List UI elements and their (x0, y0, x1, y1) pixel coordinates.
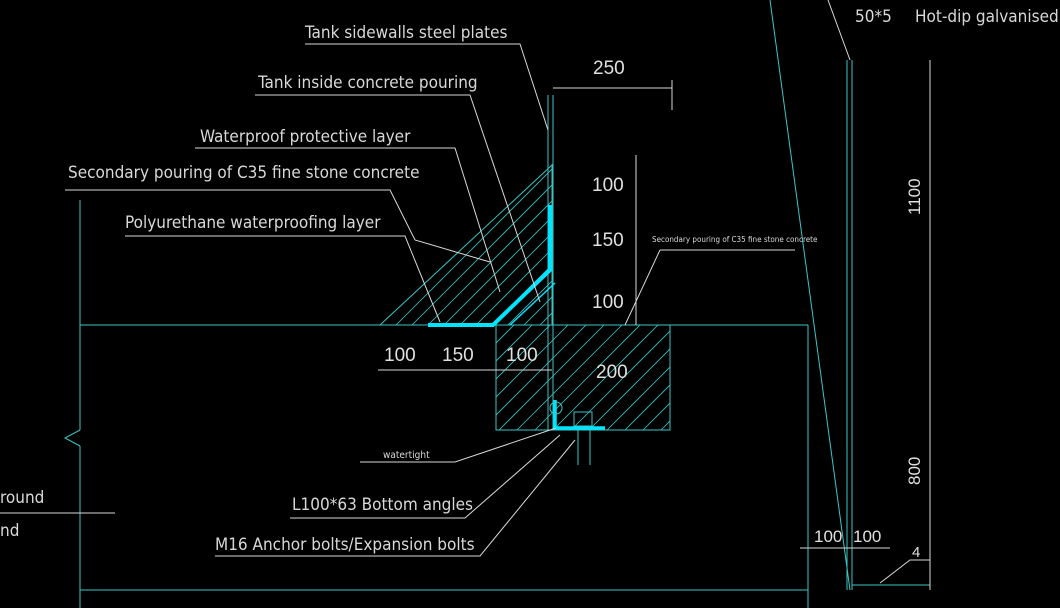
label-galvanised-flat: Hot-dip galvanised flat (915, 7, 1060, 27)
hatch-line (588, 348, 670, 430)
label-anchor-bolts: M16 Anchor bolts/Expansion bolts (215, 535, 475, 555)
hatch-line (523, 165, 552, 325)
polyurethane-layer (428, 205, 552, 327)
hatch-line (516, 325, 623, 430)
hatch-line (498, 325, 605, 430)
hatch-line (459, 165, 552, 325)
protective-line (509, 282, 556, 326)
hatch-line (642, 402, 670, 430)
label-watertight: watertight (383, 450, 430, 461)
dim-vertical-150: 150 (592, 230, 624, 251)
hatch-line (496, 325, 515, 344)
foundation-block (495, 324, 671, 431)
dim-top-width: 250 (593, 58, 625, 79)
dim-vertical-100-b: 100 (592, 292, 624, 313)
dim-weld-size: 4 (912, 544, 920, 561)
dim-bottom-100-b: 100 (853, 527, 881, 546)
hatch-line (624, 384, 670, 430)
hatch-line (380, 165, 413, 325)
hatch-line (380, 165, 397, 325)
dim-height-800: 800 (905, 457, 924, 485)
dim-vertical-100-a: 100 (592, 175, 624, 196)
hatch-line (507, 165, 552, 325)
hatch-line (443, 165, 552, 325)
hatch-line (496, 325, 551, 380)
hatch-line (496, 325, 533, 362)
label-secondary-pouring: Secondary pouring of C35 fine stone conc… (68, 163, 419, 183)
label-secondary-small: Secondary pouring of C35 fine stone conc… (652, 235, 818, 244)
label-waterproof-protective: Waterproof protective layer (200, 127, 411, 147)
leader-lines (65, 0, 930, 584)
label-polyurethane: Polyurethane waterproofing layer (125, 213, 381, 233)
dim-foundation-200: 200 (596, 362, 628, 383)
label-flat-size: 50*5 (855, 7, 892, 27)
dim-bottom-100-a: 100 (814, 527, 842, 546)
label-tank-inside-concrete: Tank inside concrete pouring (257, 73, 478, 93)
label-ground-2: nd (0, 521, 19, 541)
dim-horizontal-100-b: 100 (506, 345, 538, 366)
hatch-line (552, 325, 659, 430)
label-tank-sidewalls: Tank sidewalls steel plates (304, 23, 507, 43)
label-ground-1: round (0, 488, 44, 508)
dimension-lines (378, 60, 931, 590)
hatch-line (395, 165, 552, 325)
railing (769, 0, 930, 591)
hatch-line (606, 366, 670, 430)
hatch-line (496, 325, 569, 398)
hatch-line (411, 165, 552, 325)
hatch-line (475, 165, 552, 325)
hatch-line (380, 165, 429, 325)
dim-horizontal-150: 150 (442, 345, 474, 366)
hatch-line (380, 165, 381, 325)
hatch-line (496, 325, 587, 416)
bottom-angle (549, 400, 605, 465)
concrete-wedge (378, 163, 553, 326)
dim-horizontal-100-a: 100 (384, 345, 416, 366)
label-bottom-angles: L100*63 Bottom angles (292, 495, 473, 515)
hatch-line (427, 165, 552, 325)
hatch-line (660, 420, 670, 430)
hatch-line (496, 325, 497, 326)
dim-height-1100: 1100 (905, 178, 924, 215)
